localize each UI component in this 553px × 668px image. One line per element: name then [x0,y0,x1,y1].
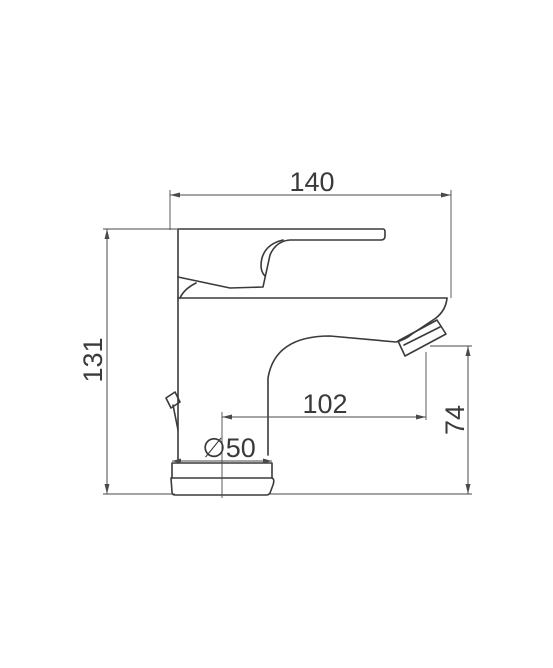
dimension-diameter-label: ∅50 [202,433,256,463]
dimension-reach-label: 102 [302,389,347,419]
dimension-height: 131 [78,228,180,495]
dimension-width: 140 [169,167,452,298]
dimension-diameter: ∅50 [172,433,272,464]
dimension-reach: 102 [221,352,427,498]
arrow-left [170,192,180,198]
handle-lever [177,228,386,289]
spout-upper [267,297,448,456]
dimension-spout-height-label: 74 [440,405,470,435]
dimension-height-label: 131 [78,337,108,382]
arrow-right [441,192,451,198]
handle-inner-curve [260,239,284,277]
dimension-spout-height: 74 [270,345,472,495]
spout-nozzle-inner [403,326,441,346]
arrow-up [104,229,110,239]
dimension-width-label: 140 [289,167,334,197]
spout-nozzle [397,319,447,357]
arrow-down [104,484,110,494]
base-ring [171,462,273,479]
handle-joint [177,276,197,299]
popup-rod [165,391,181,431]
